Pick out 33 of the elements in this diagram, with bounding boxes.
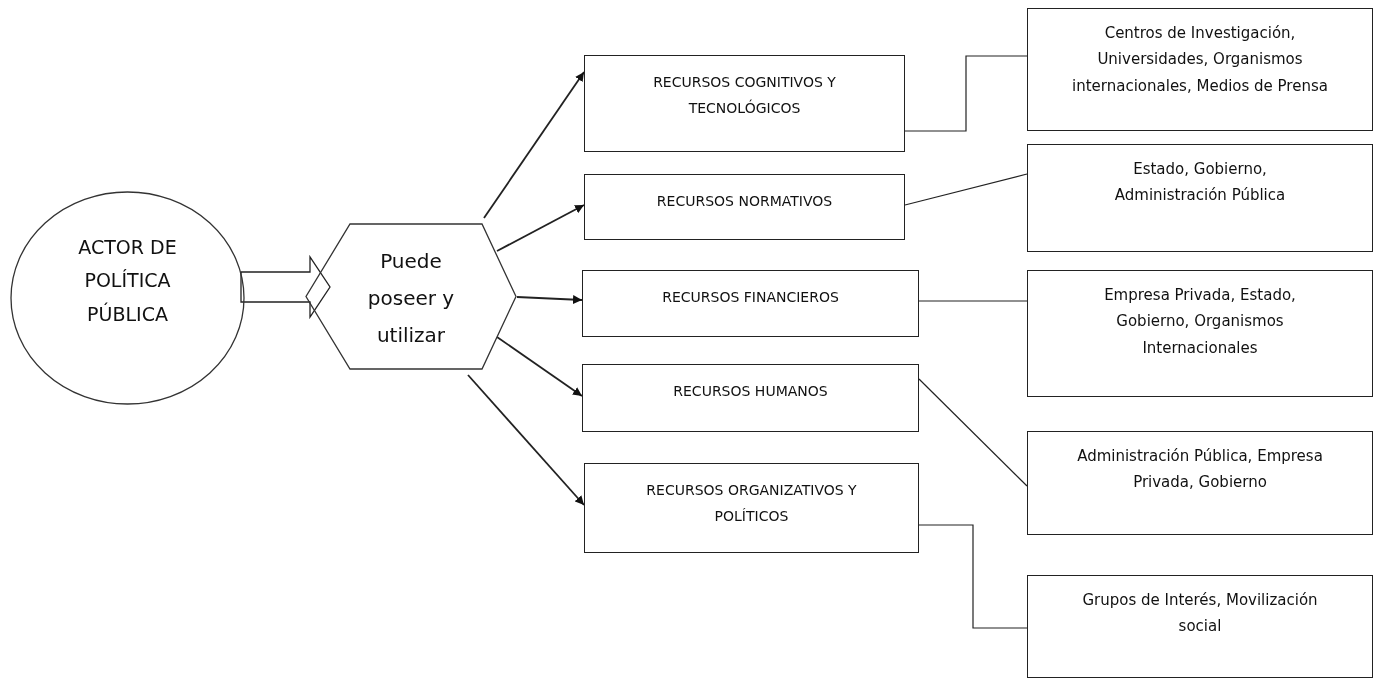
resource-box bbox=[582, 364, 919, 432]
node-label: RECURSOS COGNITIVOS Y TECNOLÓGICOS bbox=[652, 73, 837, 118]
resource-box bbox=[584, 55, 905, 152]
node-label: ACTOR DE POLÍTICA PÚBLICA bbox=[77, 235, 178, 327]
node-label: RECURSOS FINANCIEROS bbox=[661, 288, 840, 307]
actor-box bbox=[1027, 575, 1373, 678]
connector-line bbox=[918, 524, 1028, 629]
node-label: Grupos de Interés, Movilización social bbox=[1081, 590, 1319, 638]
actor-box bbox=[1027, 270, 1373, 397]
block-arrow bbox=[240, 254, 331, 320]
resource-box bbox=[584, 174, 905, 240]
actor-box bbox=[1027, 8, 1373, 131]
arrow bbox=[483, 71, 585, 219]
arrow bbox=[467, 374, 585, 506]
connector-line bbox=[904, 55, 1028, 132]
node-label: RECURSOS ORGANIZATIVOS Y POLÍTICOS bbox=[645, 481, 858, 526]
arrow bbox=[516, 295, 583, 305]
resource-box bbox=[582, 270, 919, 337]
node-label: Administración Pública, Empresa Privada, Gobierno bbox=[1076, 446, 1324, 494]
arrow bbox=[496, 204, 585, 252]
node-label: RECURSOS NORMATIVOS bbox=[655, 192, 834, 211]
connector-line bbox=[918, 300, 1028, 302]
connector-line bbox=[904, 173, 1028, 206]
connector-line bbox=[918, 378, 1028, 487]
node-label: RECURSOS HUMANOS bbox=[672, 382, 829, 401]
actor-box bbox=[1027, 431, 1373, 535]
arrow bbox=[496, 336, 583, 397]
node-label: Estado, Gobierno, Administración Pública bbox=[1113, 159, 1287, 207]
node-label: Centros de Investigación, Universidades, Organismos internacionales, Medios de Prensa bbox=[1071, 23, 1329, 97]
actor-box bbox=[1027, 144, 1373, 252]
resource-box bbox=[584, 463, 919, 553]
node-label: Puede poseer y utilizar bbox=[366, 248, 456, 349]
node-label: Empresa Privada, Estado, Gobierno, Organismos Internacionales bbox=[1103, 285, 1297, 359]
